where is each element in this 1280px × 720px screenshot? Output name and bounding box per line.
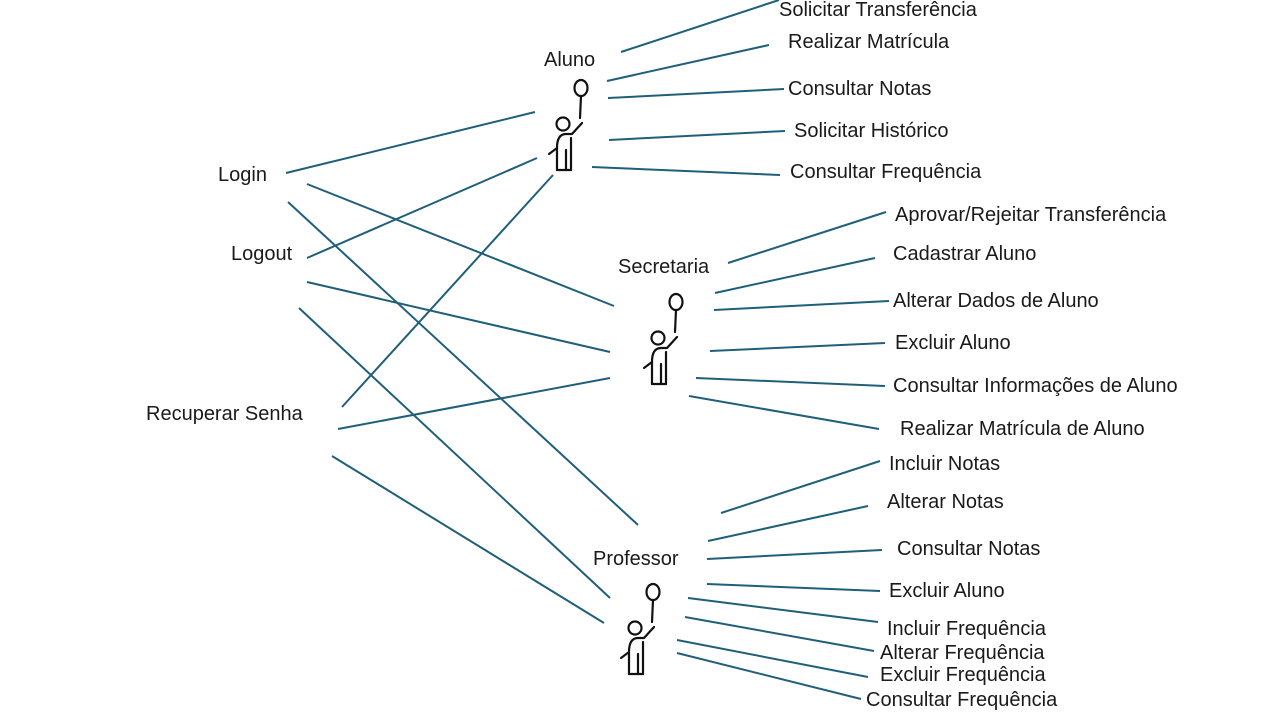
use-case-professor-consultar-frequencia: Consultar Frequência [866, 689, 1058, 711]
use-case-professor-incluir-notas: Incluir Notas [889, 453, 1001, 475]
connector-logout-secretaria [306, 281, 611, 353]
aluno-actor-icon [547, 78, 589, 172]
use-case-professor-alterar-frequencia: Alterar Frequência [880, 642, 1045, 664]
use-case-secretaria-aprovar-rejeitar: Aprovar/Rejeitar Transferência [895, 204, 1167, 226]
use-case-secretaria-realizar-matricula: Realizar Matrícula de Aluno [900, 418, 1145, 440]
connector-login-professor [287, 201, 639, 526]
connector-logout-professor [298, 307, 611, 599]
use-case-logout: Logout [231, 243, 293, 265]
connector-secretaria-excluir-aluno [709, 342, 886, 352]
use-case-aluno-solicitar-historico: Solicitar Histórico [794, 120, 949, 142]
actor-label-professor: Professor [593, 548, 679, 570]
connector-professor-incluir-notas [720, 460, 881, 514]
connector-recuperar-aluno [341, 174, 554, 408]
connector-secretaria-aprovar-rejeitar [727, 211, 887, 264]
connector-professor-alterar-frequencia [684, 616, 875, 652]
connector-secretaria-cadastrar-aluno [714, 257, 876, 294]
use-case-secretaria-consultar-informacoes: Consultar Informações de Aluno [893, 375, 1178, 397]
connector-professor-consultar-frequencia [676, 652, 862, 700]
use-case-professor-consultar-notas: Consultar Notas [897, 538, 1041, 560]
connector-professor-excluir-frequencia [676, 639, 869, 678]
connector-aluno-solicitar-historico [608, 130, 786, 141]
actor-label-secretaria: Secretaria [618, 256, 710, 278]
connector-secretaria-realizar-matricula [688, 395, 880, 430]
connector-login-aluno [285, 111, 536, 174]
connector-aluno-realizar-matricula [606, 44, 770, 82]
connector-professor-alterar-notas [707, 505, 869, 542]
connector-professor-excluir-aluno [706, 583, 881, 592]
professor-actor-icon [619, 582, 661, 676]
connector-secretaria-alterar-dados [713, 300, 890, 311]
use-case-secretaria-excluir-aluno: Excluir Aluno [895, 332, 1011, 354]
connector-aluno-consultar-frequencia [591, 166, 781, 176]
connector-professor-incluir-frequencia [687, 597, 879, 623]
connector-login-secretaria [306, 183, 615, 307]
secretaria-actor-icon [642, 292, 684, 386]
use-case-professor-incluir-frequencia: Incluir Frequência [887, 618, 1046, 640]
actor-label-aluno: Aluno [544, 49, 596, 71]
connector-aluno-consultar-notas [607, 88, 785, 99]
connector-logout-aluno [306, 157, 538, 259]
use-case-aluno-realizar-matricula: Realizar Matrícula [788, 31, 950, 53]
connector-recuperar-secretaria [337, 377, 611, 430]
use-case-login: Login [218, 164, 267, 186]
connector-professor-consultar-notas [706, 549, 883, 560]
use-case-professor-excluir-frequencia: Excluir Frequência [880, 664, 1046, 686]
connector-recuperar-professor [331, 455, 605, 624]
connector-secretaria-consultar-informacoes [695, 377, 886, 387]
use-case-professor-alterar-notas: Alterar Notas [887, 491, 1004, 513]
use-case-aluno-solicitar-transferencia: Solicitar Transferência [779, 0, 977, 21]
connector-aluno-solicitar-transferencia [620, 0, 780, 53]
use-case-aluno-consultar-frequencia: Consultar Frequência [790, 161, 982, 183]
use-case-aluno-consultar-notas: Consultar Notas [788, 78, 932, 100]
use-case-secretaria-cadastrar-aluno: Cadastrar Aluno [893, 243, 1037, 265]
use-case-secretaria-alterar-dados: Alterar Dados de Aluno [893, 290, 1099, 312]
use-case-recuperar-senha: Recuperar Senha [146, 403, 303, 425]
use-case-professor-excluir-aluno: Excluir Aluno [889, 580, 1005, 602]
